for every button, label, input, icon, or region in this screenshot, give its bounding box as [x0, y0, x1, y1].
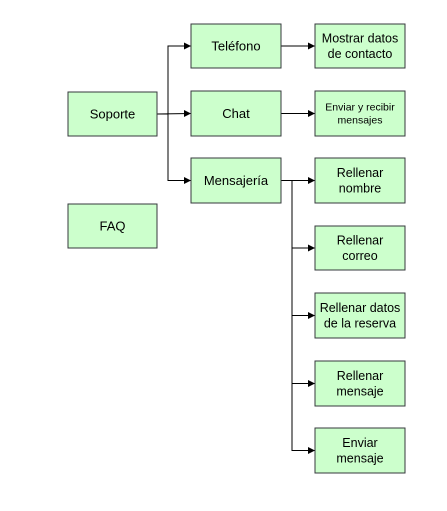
node-box — [314, 225, 406, 271]
node-chat: Chat — [190, 90, 282, 137]
node-box — [190, 90, 282, 137]
node-box — [314, 157, 406, 204]
node-rellenar-reserva: Rellenar datos de la reserva — [314, 292, 406, 339]
node-box — [314, 90, 406, 137]
node-label: de contacto — [328, 47, 393, 61]
node-box — [314, 292, 406, 339]
node-faq: FAQ — [67, 203, 158, 249]
node-label: mensaje — [336, 385, 383, 399]
node-box — [67, 203, 158, 249]
edge-mensajeria-to-rellenar-correo — [281, 180, 315, 252]
node-enviar-mensaje: Enviar mensaje — [314, 427, 406, 474]
node-box — [190, 23, 282, 69]
node-soporte: Soporte — [67, 91, 158, 137]
node-label: mensajes — [338, 115, 383, 127]
node-box — [190, 157, 282, 204]
edges — [156, 42, 315, 454]
edge-soporte-to-telefono — [157, 42, 191, 115]
node-label: Rellenar — [337, 166, 384, 180]
arrowhead — [308, 447, 315, 454]
edge-mensajeria-to-rellenar-mensaje — [281, 180, 315, 387]
arrowhead — [308, 312, 315, 319]
node-box — [314, 23, 406, 69]
node-label: Rellenar datos — [320, 301, 401, 315]
arrowhead — [184, 110, 191, 117]
node-rellenar-mensaje: Rellenar mensaje — [314, 360, 406, 407]
edge-telefono-to-mostrar-datos — [281, 42, 315, 50]
node-label: Enviar — [342, 436, 377, 450]
node-label: Enviar y recibir — [325, 102, 395, 114]
node-box — [67, 91, 158, 137]
arrowhead — [308, 244, 315, 252]
node-label: Mensajería — [204, 173, 269, 188]
node-label: Mostrar datos — [322, 32, 398, 46]
edge-mensajeria-to-enviar-mensaje — [281, 180, 315, 454]
node-rellenar-nombre: Rellenar nombre — [314, 157, 406, 204]
node-label: FAQ — [99, 219, 125, 234]
edge-soporte-to-mensajeria — [157, 113, 191, 184]
node-box — [314, 427, 406, 474]
node-label: nombre — [339, 182, 381, 196]
arrowhead — [184, 42, 191, 50]
edge-chat-to-enviar-recibir — [281, 110, 315, 117]
arrowhead — [308, 110, 315, 117]
node-label: de la reserva — [324, 317, 396, 331]
node-label: Chat — [222, 106, 250, 121]
node-label: mensaje — [336, 452, 383, 466]
node-telefono: Teléfono — [190, 23, 282, 69]
arrowhead — [308, 42, 315, 50]
node-mensajeria: Mensajería — [190, 157, 282, 204]
arrowhead — [308, 177, 315, 184]
arrowhead — [184, 177, 191, 184]
node-label: Teléfono — [211, 39, 260, 54]
node-label: Rellenar — [337, 369, 384, 383]
node-label: Rellenar — [337, 234, 384, 248]
arrowhead — [308, 380, 315, 387]
node-box — [314, 360, 406, 407]
node-label: Soporte — [90, 107, 136, 122]
node-label: correo — [342, 249, 377, 263]
